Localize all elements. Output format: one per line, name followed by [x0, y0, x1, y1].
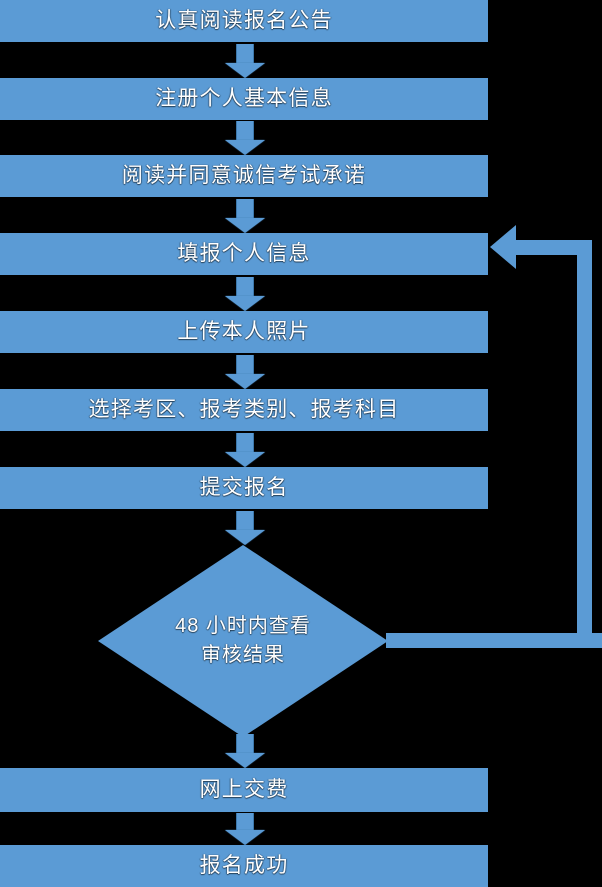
- flow-node-check-review-result[interactable]: 48 小时内查看 审核结果: [98, 545, 388, 737]
- flow-arrow-down-icon: [225, 199, 265, 233]
- flow-arrow-down-icon: [225, 511, 265, 545]
- flow-node-accept-integrity-pledge[interactable]: 阅读并同意诚信考试承诺: [0, 155, 488, 197]
- flow-node-label-line1: 48 小时内查看: [175, 615, 311, 637]
- flow-node-label: 上传本人照片: [177, 319, 311, 343]
- flow-node-label: 注册个人基本信息: [155, 86, 333, 110]
- feedback-loop-segment-top: [515, 240, 592, 255]
- flow-node-label: 提交报名: [199, 475, 289, 499]
- flow-node-label: 阅读并同意诚信考试承诺: [121, 163, 367, 187]
- flow-node-select-district-category-subject[interactable]: 选择考区、报考类别、报考科目: [0, 389, 488, 431]
- flow-arrow-down-icon: [225, 277, 265, 311]
- flow-node-label: 选择考区、报考类别、报考科目: [88, 397, 400, 421]
- flow-node-fill-personal-info[interactable]: 填报个人信息: [0, 233, 488, 275]
- flow-arrow-down-icon: [225, 121, 265, 155]
- flow-node-label-line2: 审核结果: [201, 644, 285, 666]
- flow-node-label: 填报个人信息: [177, 241, 311, 265]
- flow-node-registration-success[interactable]: 报名成功: [0, 845, 488, 887]
- flow-node-submit-registration[interactable]: 提交报名: [0, 467, 488, 509]
- flow-node-online-payment[interactable]: 网上交费: [0, 768, 488, 812]
- flow-node-label: 认真阅读报名公告: [155, 8, 333, 32]
- flow-node-read-announcement[interactable]: 认真阅读报名公告: [0, 0, 488, 42]
- feedback-loop-arrow-left-icon: [490, 225, 516, 269]
- feedback-loop-segment-right: [577, 240, 592, 636]
- flow-node-upload-photo[interactable]: 上传本人照片: [0, 311, 488, 353]
- flow-arrow-down-icon: [225, 433, 265, 467]
- flow-node-label: 报名成功: [199, 853, 289, 877]
- feedback-loop-segment-bottom: [386, 633, 602, 648]
- flow-arrow-down-icon: [225, 44, 265, 78]
- flow-arrow-down-icon: [225, 734, 265, 768]
- flow-node-label: 网上交费: [199, 777, 289, 801]
- flow-arrow-down-icon: [225, 355, 265, 389]
- flow-node-register-basic-info[interactable]: 注册个人基本信息: [0, 78, 488, 120]
- flow-node-label: 48 小时内查看 审核结果: [175, 612, 311, 670]
- flow-arrow-down-icon: [225, 813, 265, 845]
